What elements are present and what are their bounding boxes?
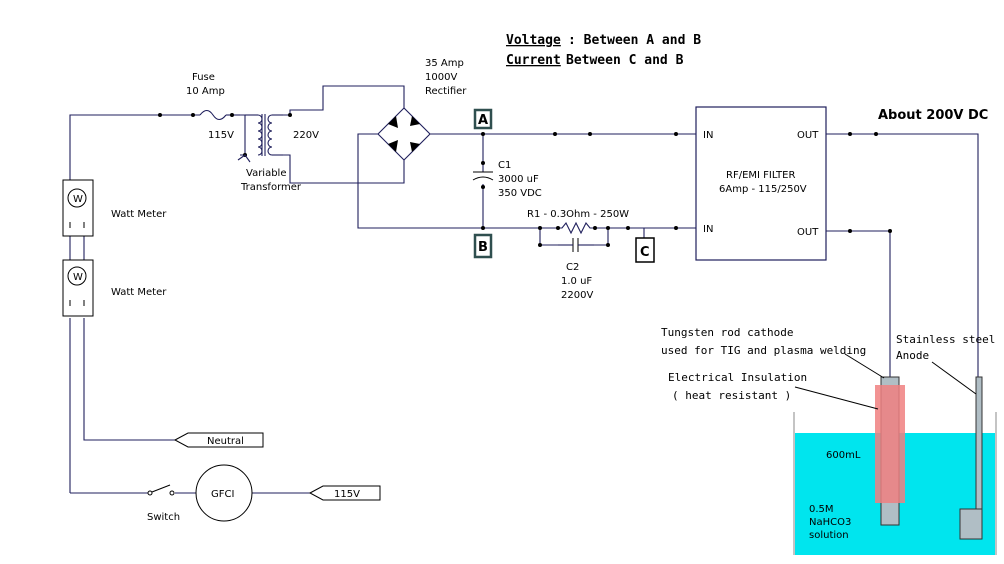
watt-meter-2: W Watt Meter <box>62 259 167 317</box>
cathode-label-1: Tungsten rod cathode <box>661 326 793 339</box>
cell-annotations: Tungsten rod cathode used for TIG and pl… <box>661 326 995 410</box>
terminal-b-label: B <box>478 240 488 255</box>
insulation-sleeve <box>875 385 905 503</box>
neutral-tag: Neutral <box>173 432 264 448</box>
insulation-label-1: Electrical Insulation <box>668 371 807 384</box>
supply-115v-label: 115V <box>334 489 360 500</box>
c2-rating: 2200V <box>561 290 593 301</box>
solution-line-1: 0.5M <box>809 504 834 515</box>
cathode-label-2: used for TIG and plasma welding <box>661 344 866 357</box>
terminal-c: C <box>635 228 655 263</box>
solution-line-3: solution <box>809 530 849 541</box>
solution-line-2: NaHCO3 <box>809 517 851 528</box>
fuse-label-1: Fuse <box>192 72 215 83</box>
rectifier-label-2: 1000V <box>425 72 457 83</box>
voltage-label: Voltage <box>506 33 561 48</box>
terminal-a: A <box>473 108 493 130</box>
electrolysis-cell: 600mL 0.5M NaHCO3 solution <box>793 376 997 555</box>
gfci-label: GFCI <box>211 489 234 500</box>
c1-value: 3000 uF <box>498 174 539 185</box>
current-label: Current <box>506 53 561 68</box>
terminal-b: B <box>473 233 493 259</box>
watt-meter-1: W Watt Meter <box>62 179 167 237</box>
rectifier-label-3: Rectifier <box>425 86 467 97</box>
rf-emi-filter: IN IN OUT OUT RF/EMI FILTER 6Amp - 115/2… <box>695 106 827 261</box>
c2-value: 1.0 uF <box>561 276 592 287</box>
terminal-a-label: A <box>478 113 488 128</box>
c2-label: C2 <box>566 262 579 273</box>
bridge-rectifier: 35 Amp 1000V Rectifier <box>357 58 483 229</box>
transformer-name-2: Transformer <box>240 182 302 193</box>
watt-meter-1-symbol: W <box>73 194 83 205</box>
anode-label-1: Stainless steel <box>896 333 995 346</box>
filter-in-top: IN <box>703 130 713 141</box>
watt-meter-2-symbol: W <box>73 272 83 283</box>
current-text: Between C and B <box>566 53 684 68</box>
voltage-text: : Between A and B <box>568 33 701 48</box>
watt-meter-2-label: Watt Meter <box>111 287 167 298</box>
transformer-primary: 115V <box>208 130 234 141</box>
neutral-label: Neutral <box>207 436 244 447</box>
switch: Switch <box>147 484 180 523</box>
filter-rating: 6Amp - 115/250V <box>719 184 807 195</box>
watt-meter-1-label: Watt Meter <box>111 209 167 220</box>
transformer-secondary: 220V <box>293 130 319 141</box>
filter-out-bottom: OUT <box>797 227 819 238</box>
r1-label: R1 - 0.3Ohm - 250W <box>527 209 629 220</box>
variable-transformer: 115V 220V Variable Transformer <box>208 114 319 193</box>
filter-out-top: OUT <box>797 130 819 141</box>
fuse: Fuse 10 Amp <box>186 72 227 121</box>
c1-rating: 350 VDC <box>498 188 542 199</box>
switch-label: Switch <box>147 512 180 523</box>
supply-115v-tag: 115V <box>308 485 381 501</box>
filter-name: RF/EMI FILTER <box>726 170 795 181</box>
terminal-c-label: C <box>640 245 650 260</box>
output-label: About 200V DC <box>878 108 988 123</box>
gfci: GFCI <box>195 464 253 522</box>
c1-label: C1 <box>498 160 511 171</box>
insulation-label-2: ( heat resistant ) <box>672 389 791 402</box>
filter-in-bottom: IN <box>703 224 713 235</box>
shunt-resistor-r1: R1 - 0.3Ohm - 250W C2 1.0 uF 2200V <box>527 209 629 301</box>
volume-label: 600mL <box>826 450 861 461</box>
rectifier-label-1: 35 Amp <box>425 58 464 69</box>
anode-label-2: Anode <box>896 349 929 362</box>
fuse-label-2: 10 Amp <box>186 86 225 97</box>
transformer-name-1: Variable <box>246 168 287 179</box>
capacitor-c1: C1 3000 uF 350 VDC <box>472 160 542 199</box>
